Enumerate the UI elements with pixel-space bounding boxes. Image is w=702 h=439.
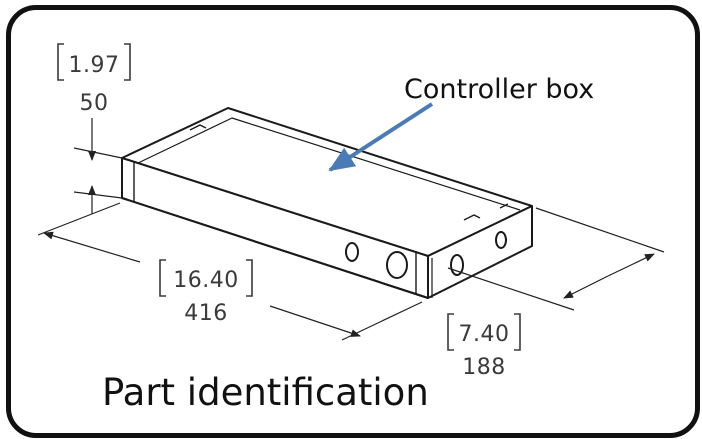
width-extension-line-top (535, 207, 665, 253)
height-extension-line-bottom (73, 191, 123, 199)
width-extension-line-bottom (447, 267, 575, 311)
callout-label: Controller box (404, 74, 594, 105)
width-inches-label: 7.40 (459, 322, 510, 347)
height-bracket-right (124, 43, 131, 81)
width-dimension: 7.40 188 (447, 207, 665, 380)
length-dimension: 16.40 416 (37, 202, 423, 341)
height-mm-label: 50 (80, 91, 109, 116)
width-mm-label: 188 (462, 355, 506, 380)
length-bracket-left (159, 259, 166, 297)
controller-box-callout: Controller box (328, 74, 594, 172)
controller-box-illustration (121, 107, 533, 299)
length-extension-line-left (37, 202, 121, 236)
diagram-caption: Part identification (102, 371, 429, 414)
width-bracket-right (514, 313, 521, 351)
width-arrow-bottom (563, 275, 609, 299)
height-dimension: 1.97 50 (57, 43, 131, 214)
length-mm-label: 416 (184, 301, 228, 326)
height-extension-line-top (73, 147, 123, 159)
width-arrow-top (607, 253, 655, 277)
length-bracket-right (246, 259, 253, 297)
length-inches-label: 16.40 (173, 268, 238, 293)
callout-arrow (328, 102, 434, 172)
height-bracket-left (57, 43, 64, 81)
length-arrow-right (269, 305, 361, 337)
length-arrow-left (43, 231, 141, 263)
width-bracket-left (447, 313, 454, 351)
height-inches-label: 1.97 (69, 53, 120, 78)
